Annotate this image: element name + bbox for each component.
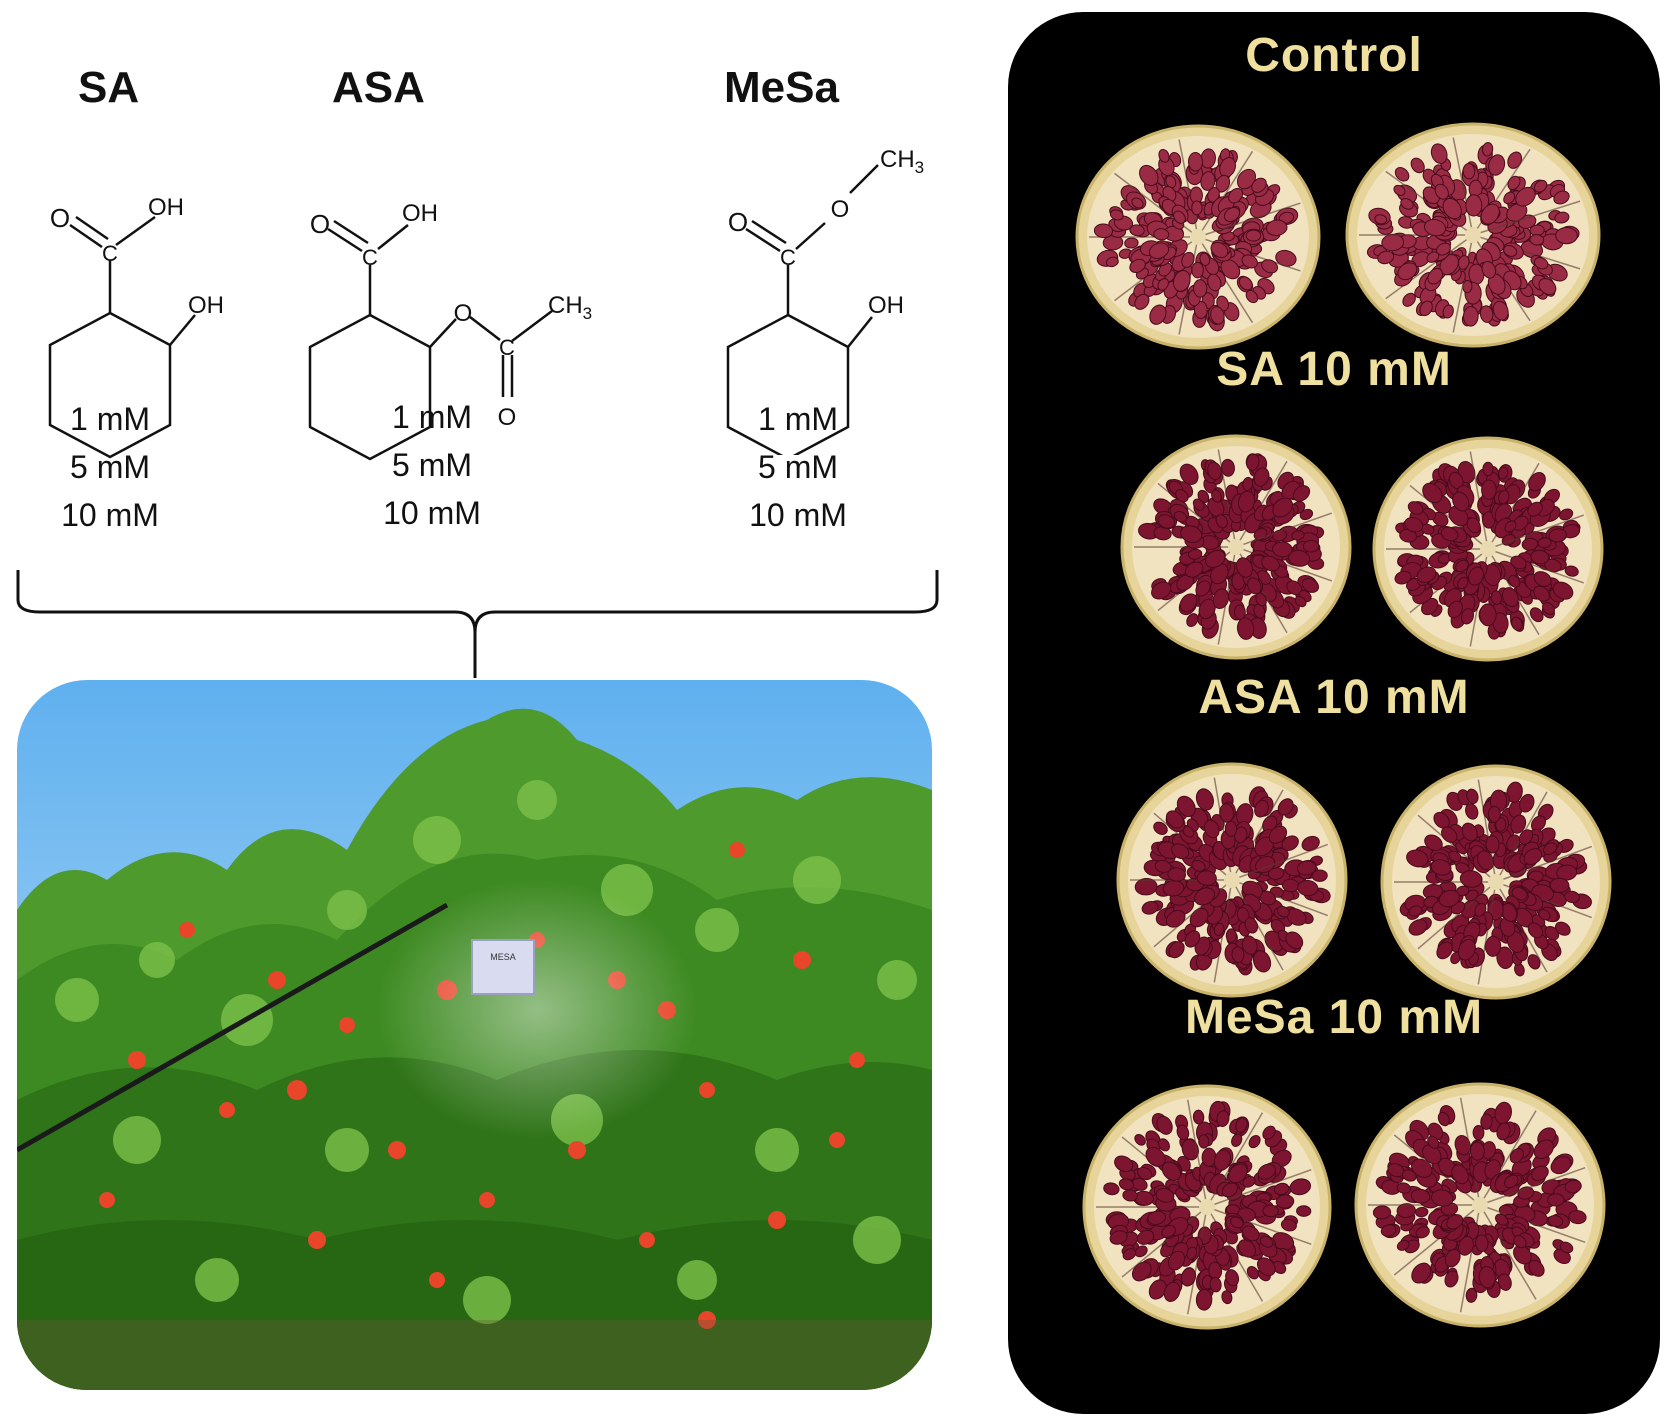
- label-asa-10mm: ASA 10 mM: [1198, 671, 1470, 724]
- compound-name-mesa: MeSa: [724, 63, 839, 112]
- asa-acid-oh-label: OH: [402, 200, 438, 227]
- label-mesa-10mm: MeSa 10 mM: [1184, 991, 1484, 1044]
- sa-dose-3: 10 mM: [61, 497, 159, 533]
- fruit-sa-right: [1372, 436, 1604, 662]
- fruit-sa-left: [1120, 434, 1352, 660]
- spray-lance: [17, 902, 449, 1153]
- sa-dose-list: 1 mM 5 mM 10 mM: [10, 395, 210, 539]
- mesa-structure: C O O CH3 OH: [726, 146, 924, 455]
- asa-ester-o-label: O: [454, 300, 473, 327]
- compound-asa: ASA C O OH O C CH3 O 1 mM 5 mM 10 mM: [290, 55, 592, 575]
- fruit-mesa-left: [1082, 1084, 1332, 1330]
- compound-name-asa: ASA: [332, 63, 425, 112]
- asa-structure: C O OH O C CH3 O: [308, 200, 592, 461]
- fruit-mesa-right: [1354, 1082, 1606, 1328]
- sa-carbon-label: C: [102, 241, 118, 266]
- label-sa-10mm: SA 10 mM: [1216, 343, 1452, 396]
- sa-dose-2: 5 mM: [70, 449, 150, 485]
- mesa-carbonyl-o-label: O: [728, 207, 748, 237]
- asa-carbon-label: C: [362, 245, 378, 270]
- asa-methyl-label: CH3: [548, 292, 592, 323]
- mesa-dose-2: 5 mM: [758, 449, 838, 485]
- mesa-dose-1: 1 mM: [758, 401, 838, 437]
- mesa-ring-oh-label: OH: [868, 292, 904, 319]
- asa-acetyl-o-label: O: [498, 404, 517, 431]
- treatment-fruit-panel: Control SA 10 mM ASA 10 mM MeSa 10 mM: [1008, 12, 1660, 1414]
- asa-dose-1: 1 mM: [392, 399, 472, 435]
- sa-carbonyl-o-label: O: [50, 203, 70, 233]
- mesa-carbon-label: C: [780, 245, 796, 270]
- sa-acid-oh-label: OH: [148, 194, 184, 221]
- asa-acetyl-c-label: C: [499, 335, 515, 360]
- compound-name-sa: SA: [78, 63, 140, 112]
- sa-structure: C O OH OH: [48, 194, 224, 459]
- compound-mesa: MeSa C O O CH3 OH 1 mM 5 mM 10 mM: [700, 55, 1000, 575]
- tree-label-sign: MESA: [471, 939, 535, 995]
- spray-mist: [377, 880, 697, 1140]
- sa-ring-oh-label: OH: [188, 292, 224, 319]
- mesa-dose-list: 1 mM 5 mM 10 mM: [698, 395, 898, 539]
- asa-dose-2: 5 mM: [392, 447, 472, 483]
- mesa-methyl-label: CH3: [880, 146, 924, 177]
- mesa-dose-3: 10 mM: [749, 497, 847, 533]
- label-control: Control: [1245, 29, 1423, 82]
- mesa-ester-o-label: O: [831, 196, 850, 223]
- fruit-control-left: [1075, 124, 1321, 350]
- fruit-asa-right: [1380, 764, 1612, 1000]
- asa-dose-list: 1 mM 5 mM 10 mM: [332, 393, 532, 537]
- orchard-spraying-photo: MESA: [17, 680, 932, 1390]
- grouping-brace: [16, 570, 939, 678]
- asa-carbonyl-o-label: O: [310, 209, 330, 239]
- compound-sa: SA C O OH OH 1 mM 5 mM 10 mM: [30, 55, 330, 575]
- fruit-control-right: [1345, 122, 1601, 348]
- tree-label-sign-text: MESA: [490, 952, 516, 962]
- asa-dose-3: 10 mM: [383, 495, 481, 531]
- fruit-asa-left: [1116, 762, 1348, 998]
- pomegranate-fruits: [99, 842, 865, 1329]
- ground: [17, 1320, 932, 1390]
- sa-dose-1: 1 mM: [70, 401, 150, 437]
